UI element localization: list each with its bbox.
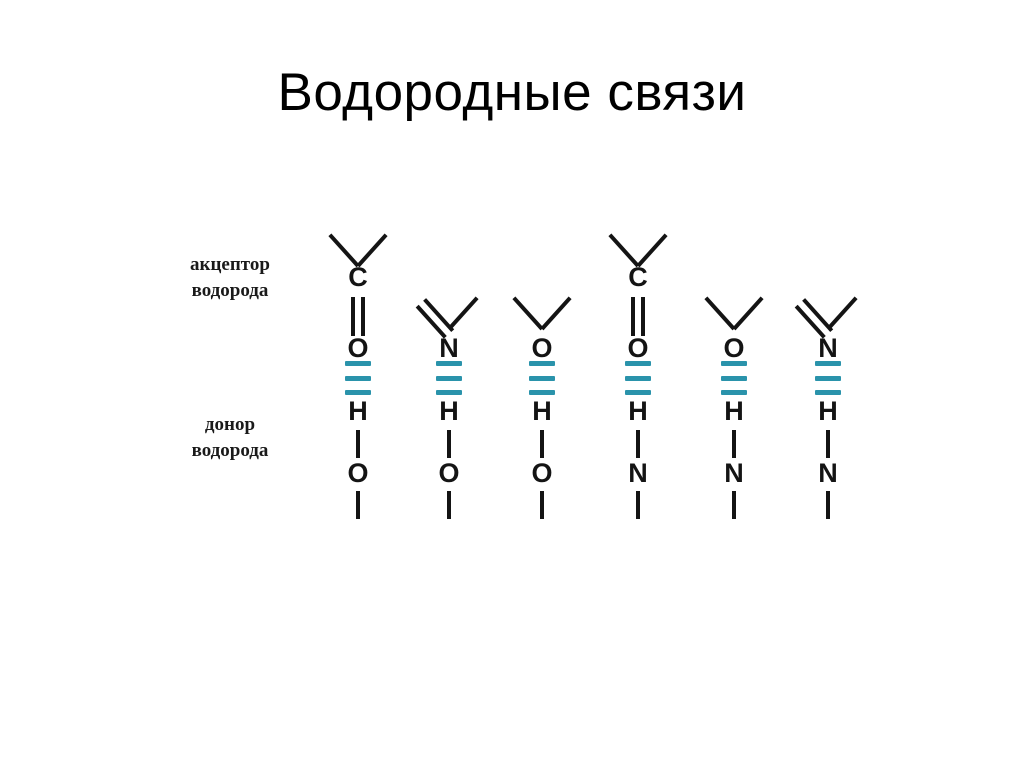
atom-hydrogen: H xyxy=(439,396,459,426)
atom-hydrogen: H xyxy=(628,396,648,426)
atom-donor: N xyxy=(724,458,744,488)
atom-acceptor: O xyxy=(627,333,649,363)
atom-acceptor: O xyxy=(723,333,745,363)
atom-acceptor-top: C xyxy=(348,262,368,292)
atom-donor: O xyxy=(438,458,460,488)
atom-acceptor: O xyxy=(531,333,553,363)
donor-tail-bond xyxy=(732,491,736,519)
substituent-bond-right xyxy=(732,296,764,331)
atom-hydrogen: H xyxy=(818,396,838,426)
atom-donor: O xyxy=(347,458,369,488)
molecule-column-4: C O H N xyxy=(578,0,698,768)
substituent-bond-right xyxy=(447,296,479,331)
atom-donor: N xyxy=(628,458,648,488)
donor-tail-bond xyxy=(826,491,830,519)
atom-donor: N xyxy=(818,458,838,488)
atom-hydrogen: H xyxy=(348,396,368,426)
single-bond-h-donor xyxy=(826,430,830,458)
atom-hydrogen: H xyxy=(532,396,552,426)
single-bond-h-donor xyxy=(447,430,451,458)
single-bond-h-donor xyxy=(356,430,360,458)
single-bond-h-donor xyxy=(540,430,544,458)
substituent-bond-left xyxy=(704,296,736,331)
substituent-bond-right xyxy=(826,296,858,331)
hydrogen-bond-dashes xyxy=(721,361,747,395)
molecule-column-1: C O H O xyxy=(298,0,418,768)
acceptor-label: акцептор водорода xyxy=(190,254,270,301)
donor-tail-bond xyxy=(636,491,640,519)
atom-acceptor-top: C xyxy=(628,262,648,292)
hydrogen-bond-dashes xyxy=(625,361,651,395)
hydrogen-bond-dashes xyxy=(815,361,841,395)
donor-label: донор водорода xyxy=(191,414,269,461)
atom-acceptor: O xyxy=(347,333,369,363)
atom-donor: O xyxy=(531,458,553,488)
molecule-column-3: O H O xyxy=(482,0,602,768)
molecule-column-6: N H N xyxy=(768,0,888,768)
single-bond-h-donor xyxy=(732,430,736,458)
molecule-column-2: N H O xyxy=(389,0,509,768)
molecule-column-5: O H N xyxy=(674,0,794,768)
double-bond-c-o xyxy=(351,297,365,336)
atom-hydrogen: H xyxy=(724,396,744,426)
single-bond-h-donor xyxy=(636,430,640,458)
donor-tail-bond xyxy=(447,491,451,519)
page-title: Водородные связи xyxy=(277,63,747,122)
hydrogen-bond-dashes xyxy=(529,361,555,395)
donor-tail-bond xyxy=(356,491,360,519)
substituent-bond-left xyxy=(512,296,544,331)
atom-acceptor: N xyxy=(439,333,459,363)
substituent-bond-right xyxy=(540,296,572,331)
atom-acceptor: N xyxy=(818,333,838,363)
donor-tail-bond xyxy=(540,491,544,519)
hydrogen-bond-dashes xyxy=(436,361,462,395)
hydrogen-bond-dashes xyxy=(345,361,371,395)
double-bond-c-o xyxy=(631,297,645,336)
